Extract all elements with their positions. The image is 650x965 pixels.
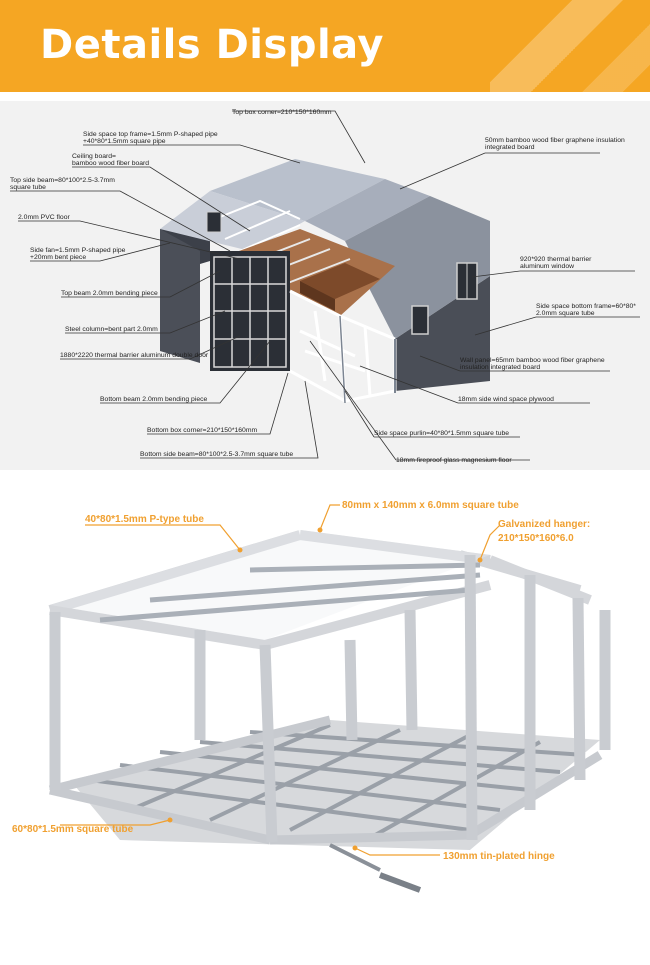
label-steel-column: Steel column=bent part 2.0mm bbox=[65, 326, 158, 333]
label-window: 920*920 thermal barrier bbox=[520, 256, 592, 263]
label-window-2: aluminum window bbox=[520, 263, 574, 270]
label-side-top-frame: Side space top frame=1.5mm P-shaped pipe bbox=[83, 131, 218, 138]
label-bottom-beam: Bottom beam 2.0mm bending piece bbox=[100, 396, 208, 403]
label-side-top-frame-2: +40*80*1.5mm square pipe bbox=[83, 138, 166, 145]
header-banner: Details Display bbox=[0, 0, 650, 92]
page-title: Details Display bbox=[40, 22, 385, 68]
label-ceiling-board-2: bamboo wood fiber board bbox=[72, 160, 149, 167]
steel-frame-illustration bbox=[48, 530, 611, 893]
frame-diagram-panel: 80mm x 140mm x 6.0mm square tube 40*80*1… bbox=[0, 480, 650, 960]
leader-lines bbox=[10, 110, 640, 461]
label-galvanized-hanger-2: 210*150*160*6.0 bbox=[498, 533, 574, 544]
label-square-tube-60: 60*80*1.5mm square tube bbox=[12, 824, 134, 835]
label-insulation-board: 50mm bamboo wood fiber graphene insulati… bbox=[485, 137, 625, 144]
label-galvanized-hanger: Galvanized hanger: bbox=[498, 519, 590, 530]
roof-panel-right bbox=[345, 196, 490, 339]
label-top-side-beam: Top side beam=80*100*2.5-3.7mm bbox=[10, 177, 115, 184]
roof-panel-left bbox=[210, 159, 385, 221]
label-square-tube-80: 80mm x 140mm x 6.0mm square tube bbox=[342, 500, 519, 511]
bed bbox=[300, 263, 380, 299]
label-p-type-tube: 40*80*1.5mm P-type tube bbox=[85, 514, 204, 525]
frame-leader-dots bbox=[167, 527, 483, 851]
label-ceiling-board: Ceiling board= bbox=[72, 153, 116, 160]
label-side-bottom-frame-2: 2.0mm square tube bbox=[536, 310, 595, 317]
label-side-fan: Side fan=1.5mm P-shaped pipe bbox=[30, 247, 126, 254]
pvc-floor bbox=[225, 229, 395, 316]
label-insulation-board-2: integrated board bbox=[485, 144, 535, 151]
house-diagram: Top box corner=210*150*160mm Side space … bbox=[10, 109, 640, 464]
left-wall bbox=[160, 229, 200, 363]
label-side-bottom-frame: Side space bottom frame=60*80* bbox=[536, 303, 636, 310]
label-top-side-beam-2: square tube bbox=[10, 184, 46, 191]
house-diagram-panel: Top box corner=210*150*160mm Side space … bbox=[0, 101, 650, 470]
label-wall-panel-2: insulation integrated board bbox=[460, 364, 540, 371]
label-top-beam: Top beam 2.0mm bending piece bbox=[61, 290, 158, 297]
frame-labels: 80mm x 140mm x 6.0mm square tube 40*80*1… bbox=[12, 500, 590, 862]
label-hinge: 130mm tin-plated hinge bbox=[443, 851, 555, 862]
banner-decoration bbox=[490, 0, 650, 92]
house-illustration bbox=[160, 159, 490, 404]
right-wall bbox=[395, 276, 490, 391]
house-labels: Top box corner=210*150*160mm Side space … bbox=[10, 109, 636, 464]
label-bottom-box-corner: Bottom box corner=210*150*160mm bbox=[147, 427, 257, 434]
label-side-purlin: Side space purlin=40*80*1.5mm square tub… bbox=[374, 430, 509, 437]
label-glass-floor: 18mm fireproof glass magnesium floor bbox=[396, 457, 512, 464]
label-bottom-side-beam: Bottom side beam=80*100*2.5-3.7mm square… bbox=[140, 451, 293, 458]
label-top-box-corner: Top box corner=210*150*160mm bbox=[232, 109, 332, 116]
label-side-fan-2: +20mm bent piece bbox=[30, 254, 86, 261]
ceiling-board bbox=[160, 191, 305, 251]
label-double-door: 1880*2220 thermal barrier aluminum doubl… bbox=[60, 352, 209, 359]
label-pvc-floor: 2.0mm PVC floor bbox=[18, 214, 70, 221]
frame-leader-lines bbox=[60, 504, 501, 856]
label-wall-panel: Wall panel=65mm bamboo wood fiber graphe… bbox=[460, 357, 605, 364]
frame-diagram: 80mm x 140mm x 6.0mm square tube 40*80*1… bbox=[12, 500, 611, 893]
label-wind-plywood: 18mm side wind space plywood bbox=[458, 396, 554, 403]
